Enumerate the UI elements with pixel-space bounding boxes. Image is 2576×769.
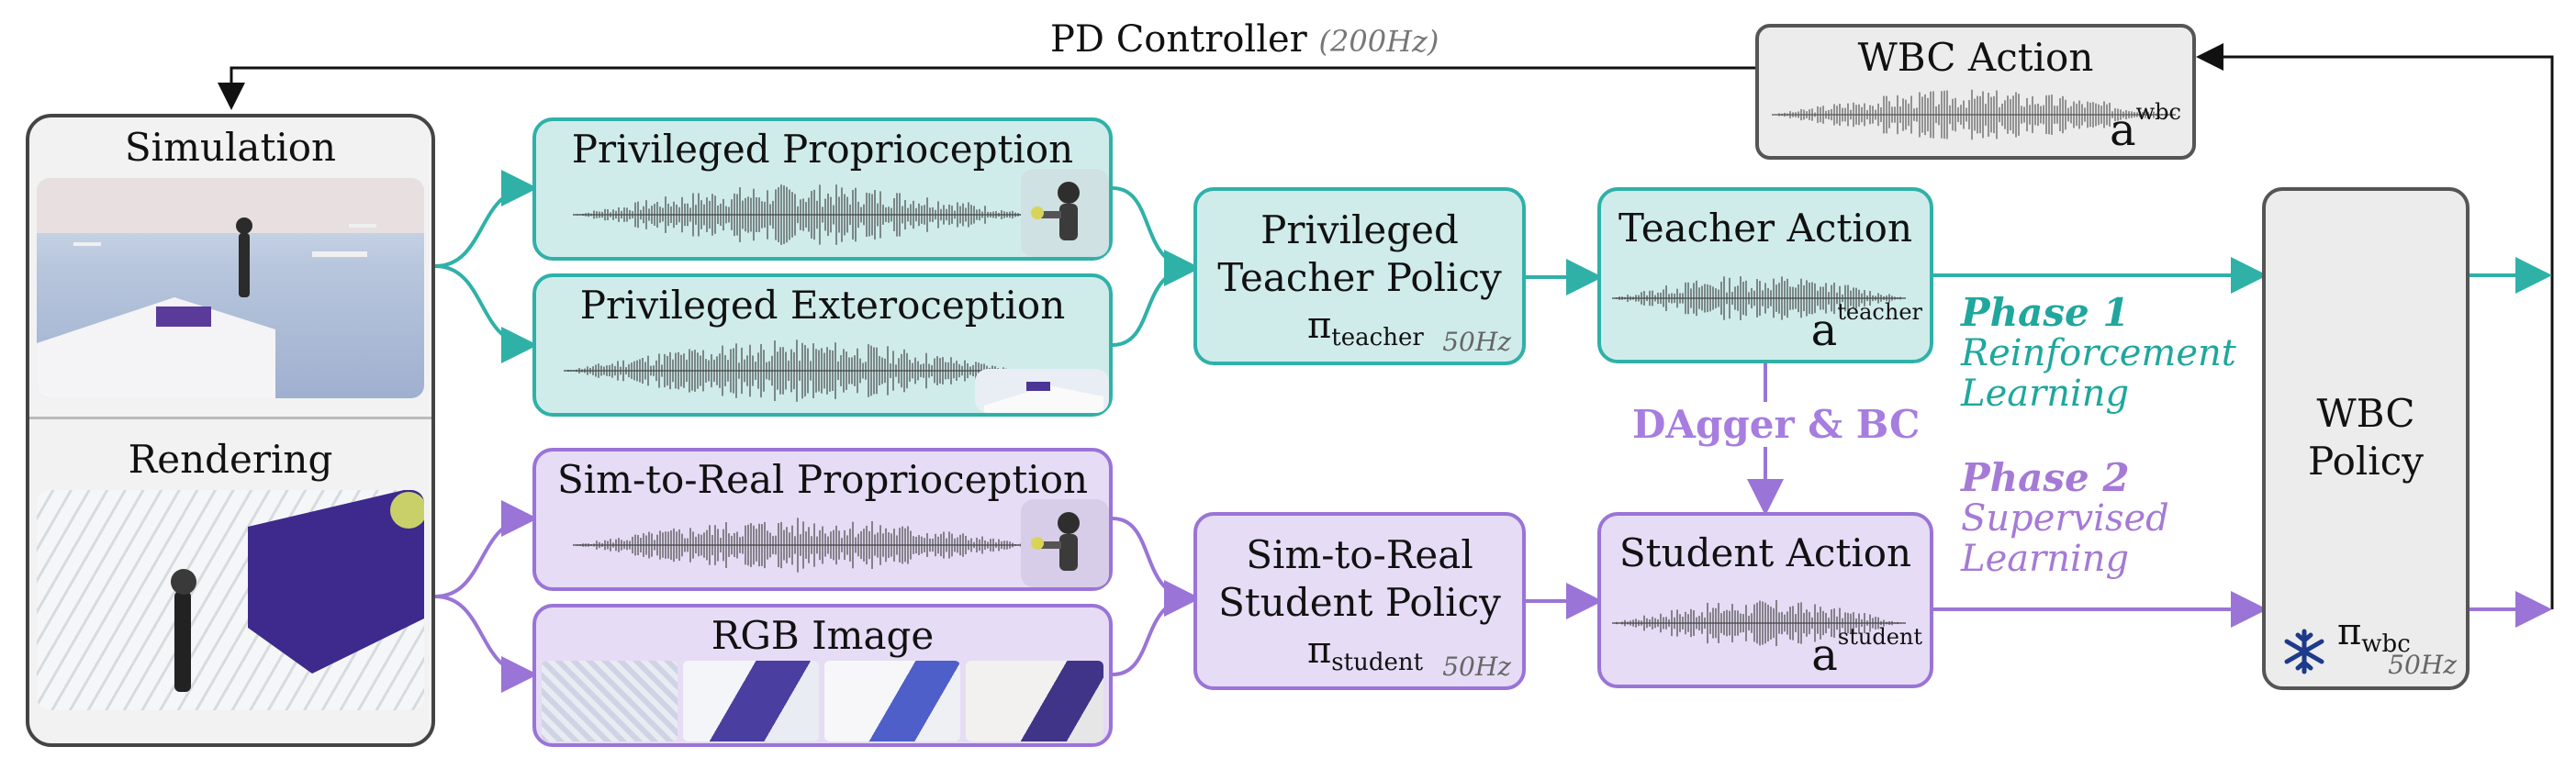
simulation-scene-icon	[37, 178, 424, 398]
pd-controller-title: PD Controller	[1050, 18, 1307, 61]
arrow-outer-loop-to-wbc-action	[2201, 57, 2554, 609]
teacher-policy-line1: Privileged	[1260, 207, 1459, 252]
student-action-title: Student Action	[1618, 530, 1912, 575]
phase2-line1: Supervised	[1961, 497, 2169, 540]
robot-icon	[1031, 182, 1080, 240]
wbc-policy-line1: WBC	[2316, 391, 2415, 436]
wbc-action-waveform	[1772, 89, 2176, 140]
student-policy-symbol: πstudent	[1307, 630, 1424, 676]
student-policy-rate: 50Hz	[1442, 652, 1511, 682]
teacher-policy-line2: Teacher Policy	[1217, 255, 1502, 300]
privileged-proprio-robot-thumb	[1021, 169, 1109, 257]
student-action-symbol: astudent	[1811, 624, 1922, 681]
s2r-proprioception-box: Sim-to-Real Proprioception	[532, 448, 1113, 591]
phase1-title: Phase 1	[1961, 290, 2130, 335]
phase2-title: Phase 2	[1961, 455, 2130, 500]
arrow-rendering-to-s2r-proprio	[434, 500, 538, 598]
phase2-line2: Learning	[1961, 538, 2130, 580]
simulation-image	[37, 178, 424, 398]
snowflake-icon	[2284, 629, 2324, 674]
privileged-proprio-waveform	[573, 184, 1032, 245]
pd-controller-rate: (200Hz)	[1318, 24, 1439, 59]
teacher-action-box: Teacher Action ateacher	[1597, 187, 1933, 363]
wbc-policy-line2: Policy	[2308, 439, 2424, 484]
teacher-action-title: Teacher Action	[1618, 206, 1912, 251]
privileged-extero-waveform	[564, 340, 1023, 402]
teacher-policy-symbol: πteacher	[1307, 305, 1424, 351]
s2r-proprio-waveform	[573, 518, 1032, 573]
wbc-policy-rate: 50Hz	[2388, 650, 2457, 680]
environment-panel: Simulation Rendering	[26, 114, 435, 747]
phase1-line1: Reinforcement	[1961, 332, 2236, 374]
rgb-frame-4	[966, 661, 1103, 741]
teacher-policy-box: Privileged Teacher Policy πteacher 50Hz	[1193, 187, 1526, 365]
privileged-exteroception-label: Privileged Exteroception	[579, 283, 1066, 328]
wbc-action-symbol: awbc	[2110, 99, 2181, 156]
s2r-proprio-robot-thumb	[1021, 499, 1109, 587]
rendering-scene-icon	[171, 490, 424, 692]
dagger-bc-label: DAgger & BC	[1627, 402, 1926, 447]
arrow-rendering-to-rgb-image	[434, 595, 538, 693]
wbc-action-box: WBC Action awbc	[1755, 24, 2196, 160]
phase1-line2: Learning	[1961, 373, 2130, 415]
wbc-policy-symbol: πwbc	[2337, 611, 2411, 658]
wbc-policy-box: WBC Policy πwbc 50Hz	[2262, 187, 2470, 690]
student-action-box: Student Action astudent	[1597, 512, 1933, 688]
arrow-simulation-to-privileged-extero	[434, 264, 538, 363]
rgb-image-box: RGB Image	[532, 604, 1113, 747]
rgb-frame-1	[542, 661, 678, 741]
privileged-exteroception-box: Privileged Exteroception	[532, 273, 1113, 417]
wbc-action-title: WBC Action	[1857, 35, 2094, 80]
rgb-frame-3	[824, 661, 960, 741]
s2r-proprioception-label: Sim-to-Real Proprioception	[556, 457, 1089, 502]
privileged-proprioception-box: Privileged Proprioception	[532, 117, 1113, 261]
privileged-proprioception-label: Privileged Proprioception	[571, 127, 1074, 172]
teacher-action-waveform	[1612, 276, 1906, 320]
student-policy-box: Sim-to-Real Student Policy πstudent 50Hz	[1193, 512, 1526, 690]
student-action-waveform	[1612, 599, 1906, 647]
arrow-wbc-action-to-simulation	[218, 66, 1755, 110]
privileged-extero-thumb	[975, 369, 1109, 413]
rendering-title: Rendering	[128, 437, 333, 482]
rgb-image-label: RGB Image	[711, 613, 935, 658]
student-policy-line2: Student Policy	[1218, 580, 1501, 625]
rgb-frame-2	[683, 661, 819, 741]
arrow-student-inputs-to-student-policy	[1112, 517, 1193, 676]
simulation-title: Simulation	[124, 125, 337, 170]
robot-icon-2	[1031, 512, 1080, 571]
table-box-icon	[984, 382, 1103, 413]
rendering-image	[37, 490, 424, 710]
pd-controller-label: PD Controller (200Hz)	[1050, 18, 1439, 61]
teacher-action-symbol: ateacher	[1810, 299, 1922, 356]
teacher-policy-rate: 50Hz	[1442, 327, 1511, 357]
arrow-privileged-inputs-to-teacher-policy	[1112, 186, 1193, 347]
student-policy-line1: Sim-to-Real	[1246, 532, 1473, 577]
arrow-simulation-to-privileged-proprio	[434, 170, 538, 268]
